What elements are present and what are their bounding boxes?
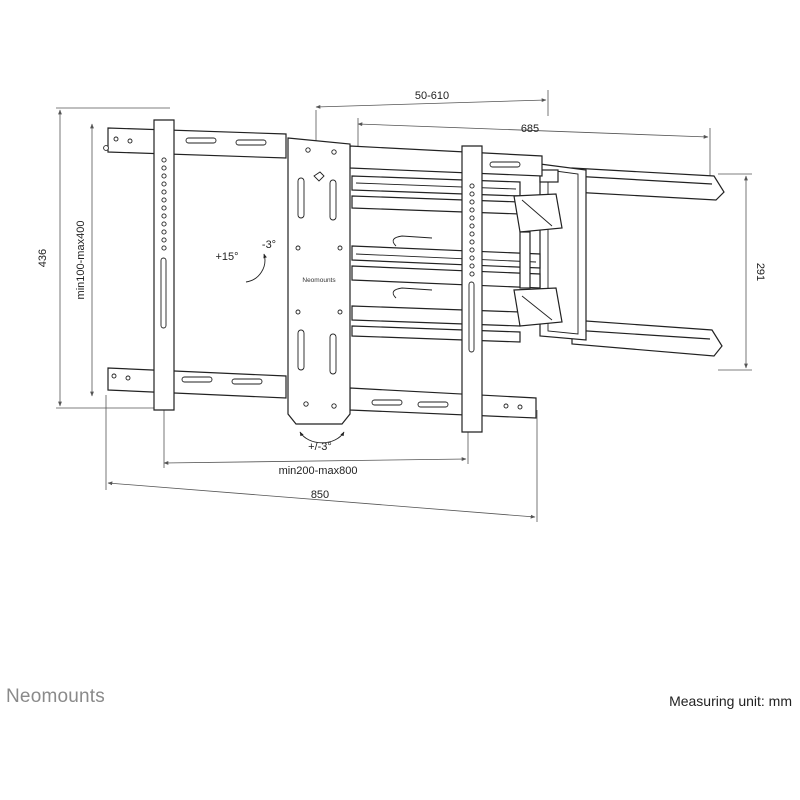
bracket-hole — [469, 191, 475, 197]
bracket-hole — [161, 157, 167, 163]
bracket-hole — [469, 255, 475, 261]
measuring-unit-note: Measuring unit: mm — [669, 693, 792, 709]
depth-dimension-label: 50-610 — [415, 90, 449, 102]
plate-logo: Neomounts — [302, 277, 336, 284]
bracket-hole — [161, 205, 167, 211]
bracket-hole — [161, 213, 167, 219]
vertical-screen-brackets — [153, 119, 483, 433]
tilt-down-label: -3° — [262, 239, 276, 251]
bracket-hole — [469, 215, 475, 221]
bracket-hole — [161, 181, 167, 187]
vertical-vesa-dimension-label: min100-max400 — [75, 221, 87, 300]
articulating-arms — [351, 169, 563, 343]
width-dimension-label: 850 — [311, 489, 329, 501]
bracket-hole — [161, 189, 167, 195]
bracket-hole — [161, 245, 167, 251]
bracket-hole — [469, 207, 475, 213]
dimension-lines — [56, 90, 752, 522]
bracket-hole — [161, 197, 167, 203]
angle-indicators — [245, 253, 345, 444]
brand-logo: Neomounts — [6, 686, 105, 707]
bracket-hole — [469, 199, 475, 205]
wall-plate-rails — [539, 163, 725, 357]
bracket-hole — [469, 263, 475, 269]
arm-length-dimension-label: 685 — [521, 123, 539, 135]
bracket-hole — [161, 229, 167, 235]
bracket-hole — [161, 221, 167, 227]
bracket-hole — [161, 173, 167, 179]
bracket-hole — [161, 165, 167, 171]
bracket-hole — [469, 239, 475, 245]
rail-height-dimension-label: 291 — [754, 263, 766, 281]
tilt-up-label: +15° — [215, 251, 238, 263]
bracket-hole — [469, 223, 475, 229]
bracket-hole — [469, 247, 475, 253]
height-dimension-label: 436 — [37, 249, 49, 267]
bracket-hole — [469, 271, 475, 277]
center-interface-plate — [287, 137, 351, 425]
rotation-label: +/-3° — [308, 441, 332, 453]
bracket-hole — [469, 231, 475, 237]
bracket-hole — [469, 183, 475, 189]
horizontal-vesa-rails — [103, 127, 543, 419]
horizontal-vesa-dimension-label: min200-max800 — [279, 465, 358, 477]
bracket-hole — [161, 237, 167, 243]
